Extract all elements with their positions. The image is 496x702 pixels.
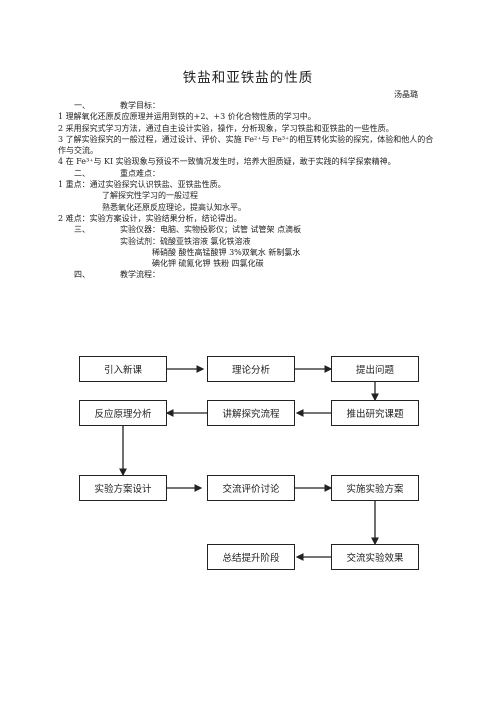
section-2-heading: 二、 重点难点： xyxy=(74,168,434,179)
section-number: 一、 xyxy=(74,101,90,110)
flow-step-explain: 讲解探究流程 xyxy=(207,400,295,426)
section-title: 教学流程： xyxy=(120,270,160,280)
section-number: 四、 xyxy=(74,270,90,280)
key-point-1b: 熟悉氧化还原反应理论，提高认知水平。 xyxy=(102,202,246,212)
flow-step-topic: 推出研究课题 xyxy=(331,400,419,426)
page-title: 铁盐和亚铁盐的性质 xyxy=(182,70,314,86)
section-number: 三、 xyxy=(74,225,90,235)
section-3-heading: 三、 实验仪器：电脑、实物投影仪；试管 试管架 点滴板 xyxy=(74,224,434,235)
flow-step-implement: 实施实验方案 xyxy=(331,475,419,501)
reagent-line-1: 实验试剂：硫酸亚铁溶液 氯化铁溶液 xyxy=(120,236,251,246)
key-point-2: 2 难点：实验方案设计，实验结果分析，结论得出。 xyxy=(58,213,242,223)
reagent-line-2: 稀硝酸 酸性高锰酸钾 3%双氧水 新制氯水 xyxy=(152,247,301,257)
goal-3: 3 了解实验探究的一般过程，通过设计、评价、实施 Fe²⁺与 Fe³⁺的相互转化… xyxy=(58,134,434,156)
goal-4: 4 在 Fe³⁺与 KI 实验现象与预设不一致情况发生时，培养大胆质疑，敢于实践… xyxy=(58,157,396,167)
goal-1: 1 理解氧化还原反应原理并运用到铁的+2、+3 价化合物性质的学习中。 xyxy=(58,112,316,122)
flow-step-discuss: 交流评价讨论 xyxy=(207,475,295,501)
document-body: 一、 教学目标： 1 理解氧化还原反应原理并运用到铁的+2、+3 价化合物性质的… xyxy=(58,100,434,281)
flow-step-question: 提出问题 xyxy=(331,356,419,382)
author: 汤晶璐 xyxy=(394,90,418,99)
section-1-heading: 一、 教学目标： xyxy=(74,100,434,111)
goal-2: 2 采用探究式学习方法，通过自主设计实验，操作，分析现象，学习铁盐和亚铁盐的一些… xyxy=(58,123,394,133)
flow-step-principle: 反应原理分析 xyxy=(79,400,167,426)
key-point-1: 1 重点：通过实验探究认识铁盐、亚铁盐性质。 xyxy=(58,180,226,190)
key-point-1a: 了解探究性学习的一般过程 xyxy=(102,191,198,201)
reagent-line-3: 碘化钾 硫氰化钾 铁粉 四氯化碳 xyxy=(152,259,264,269)
flow-step-summary: 总结提升阶段 xyxy=(207,544,295,570)
section-number: 二、 xyxy=(74,168,90,178)
section-title: 实验仪器：电脑、实物投影仪；试管 试管架 点滴板 xyxy=(120,225,302,235)
section-4-heading: 四、 教学流程： xyxy=(74,269,434,280)
section-title: 重点难点： xyxy=(120,168,160,178)
flow-step-design: 实验方案设计 xyxy=(79,475,167,501)
flow-step-results: 交流实验效果 xyxy=(331,544,419,570)
flow-step-theory: 理论分析 xyxy=(207,356,295,382)
flow-step-intro: 引入新课 xyxy=(79,356,167,382)
section-title: 教学目标： xyxy=(120,101,160,110)
